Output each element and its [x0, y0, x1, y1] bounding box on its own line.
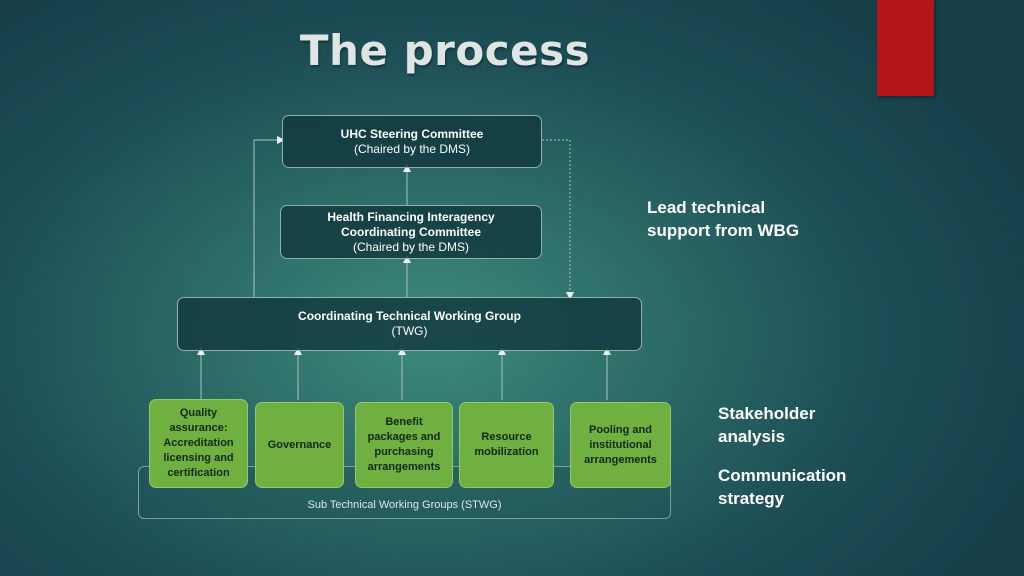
- slide-title: The process: [299, 26, 591, 75]
- stwg-line: Governance: [267, 438, 332, 451]
- dotted-uhc-to-twg: [542, 139, 574, 300]
- lead-line2: support from WBG: [647, 221, 800, 240]
- stwg-line: institutional: [589, 438, 652, 451]
- stwg-benefit-packages-box: Benefit packages and purchasing arrangem…: [355, 402, 453, 488]
- twg-box: Coordinating Technical Working Group (TW…: [177, 297, 642, 351]
- stakeholder-line1: Stakeholder: [718, 404, 816, 423]
- hfic-chair: (Chaired by the DMS): [352, 239, 470, 254]
- stwg-line: certification: [167, 467, 230, 479]
- stwg-line: licensing and: [163, 452, 234, 464]
- twg-abbr: (TWG): [391, 324, 428, 338]
- uhc-steering-committee-box: UHC Steering Committee (Chaired by the D…: [282, 115, 542, 168]
- lead-technical-note: Lead technical support from WBG: [647, 196, 799, 242]
- stwg-line: arrangements: [367, 461, 441, 473]
- communication-line2: strategy: [718, 489, 785, 508]
- stakeholder-line2: analysis: [718, 427, 786, 446]
- stwg-line: Accreditation: [163, 437, 234, 449]
- uhc-name: UHC Steering Committee: [340, 126, 484, 141]
- arrow-twg-to-uhc: [253, 136, 285, 297]
- stwg-line: purchasing: [374, 446, 434, 458]
- stwg-label: Sub Technical Working Groups (STWG): [307, 499, 502, 511]
- stwg-line: Benefit: [385, 416, 423, 428]
- stakeholder-analysis-note: Stakeholder analysis: [718, 402, 815, 448]
- stwg-line: Quality: [179, 407, 218, 419]
- communication-strategy-note: Communication strategy: [718, 464, 846, 510]
- stwg-line: packages and: [367, 431, 441, 443]
- hfic-line2: Coordinating Committee: [341, 224, 481, 239]
- hfic-line1: Health Financing Interagency: [327, 209, 495, 224]
- stwg-resource-mobilization-box: Resource mobilization: [459, 402, 554, 488]
- stwg-line: Pooling and: [589, 423, 652, 436]
- communication-line1: Communication: [718, 466, 847, 485]
- stwg-line: mobilization: [474, 446, 539, 458]
- stwg-quality-assurance-box: Quality assurance: Accreditation licensi…: [149, 399, 248, 488]
- stwg-line: assurance:: [169, 422, 228, 434]
- health-financing-committee-box: Health Financing Interagency Coordinatin…: [280, 205, 542, 259]
- twg-name: Coordinating Technical Working Group: [298, 309, 521, 323]
- stwg-line: Resource: [481, 431, 532, 443]
- uhc-chair: (Chaired by the DMS): [353, 141, 471, 156]
- lead-line1: Lead technical: [647, 198, 766, 217]
- stwg-line: arrangements: [584, 453, 657, 466]
- accent-bar: [877, 0, 934, 96]
- stwg-governance-box: Governance: [255, 402, 344, 488]
- stwg-pooling-box: Pooling and institutional arrangements: [570, 402, 671, 488]
